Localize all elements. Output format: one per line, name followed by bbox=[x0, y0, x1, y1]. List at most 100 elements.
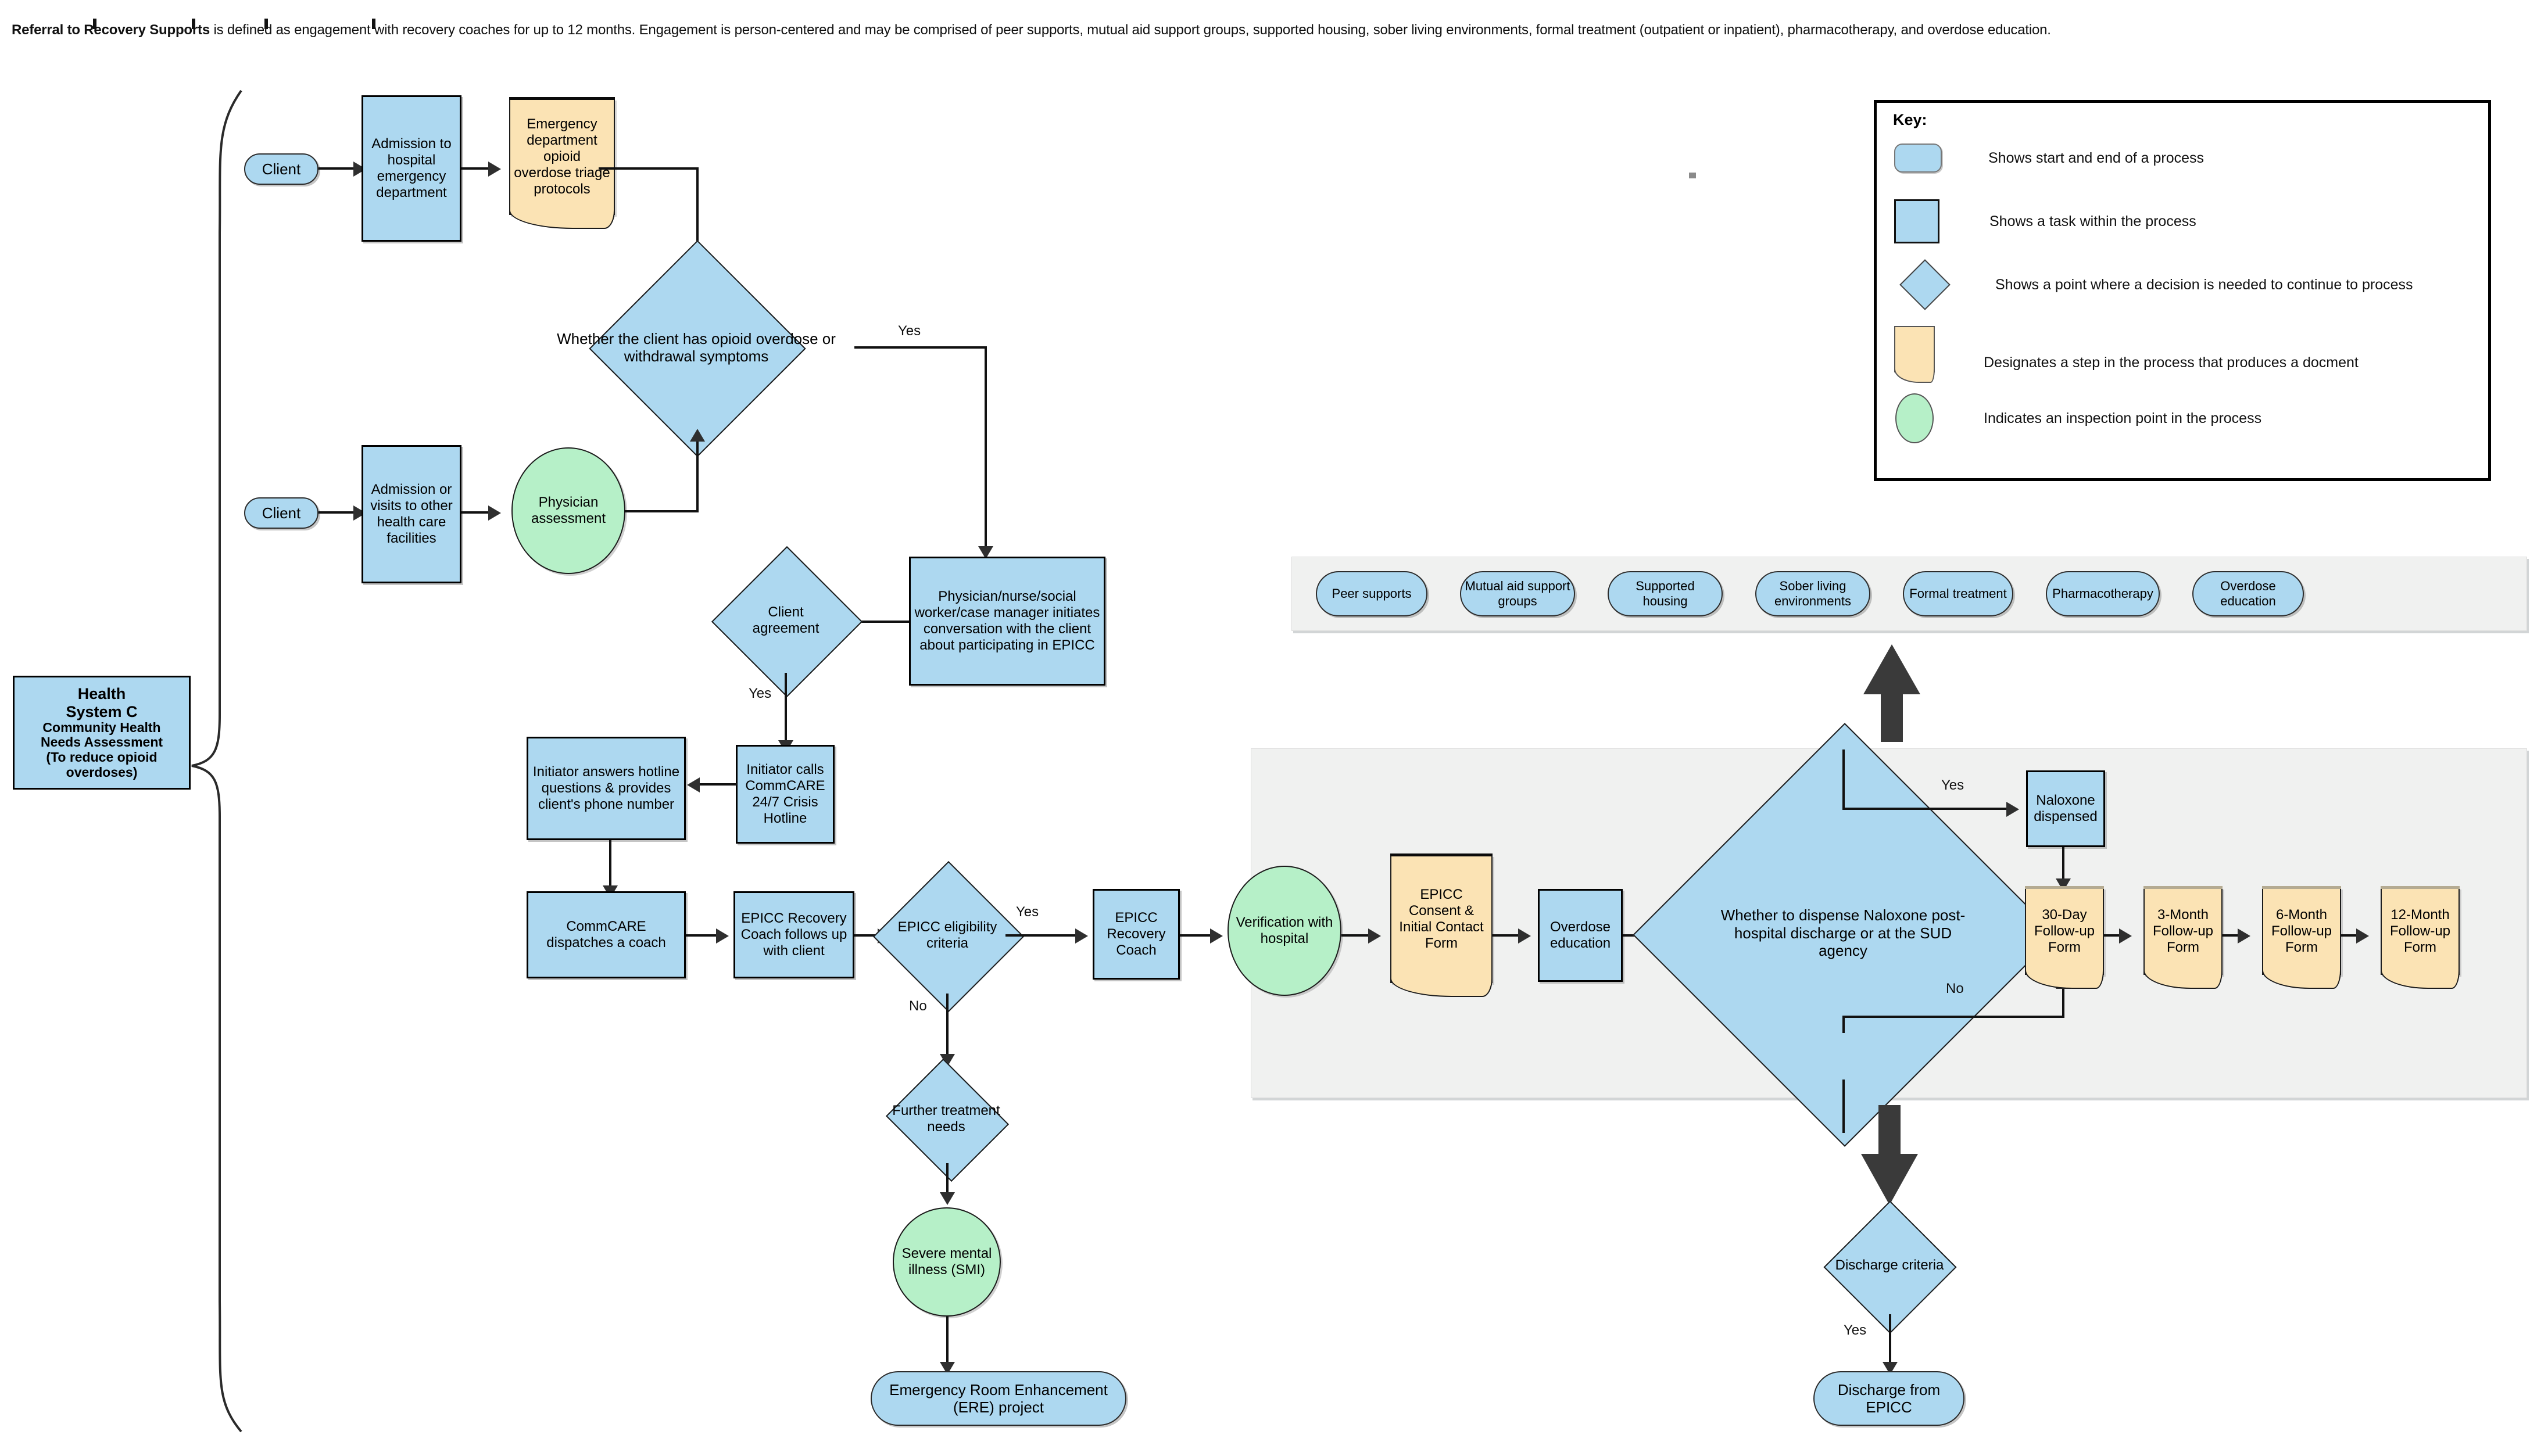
arrow-down-to-discharge bbox=[1861, 1105, 1918, 1205]
arrowhead-right bbox=[716, 928, 729, 944]
stray-mark bbox=[1689, 173, 1696, 178]
decision-opioid-overdose-symptoms-label: Whether the client has opioid overdose o… bbox=[557, 329, 836, 365]
edge-consent-to-overdose-edu bbox=[1493, 934, 1523, 937]
decision-client-agreement[interactable]: Client agreement bbox=[711, 546, 863, 698]
edge-6month-to-12month bbox=[2341, 934, 2361, 937]
node-followup-3-month[interactable]: 3-Month Follow-up Form bbox=[2143, 886, 2223, 989]
arrowhead-right bbox=[2006, 802, 2019, 817]
node-commcare-dispatches-coach[interactable]: CommCARE dispatches a coach bbox=[527, 891, 686, 978]
edge-commcare-to-coach bbox=[686, 934, 721, 937]
legend-item-task-text: Shows a task within the process bbox=[1989, 213, 2196, 229]
document-top-edge bbox=[2381, 886, 2460, 889]
node-epicc-recovery-coach[interactable]: EPICC Recovery Coach bbox=[1093, 889, 1180, 980]
decision-dispense-naloxone-label: Whether to dispense Naloxone post-hospit… bbox=[1720, 906, 1966, 960]
decision-epicc-eligibility[interactable]: EPICC eligibility criteria bbox=[872, 860, 1025, 1013]
edge-label-discharge-yes: Yes bbox=[1844, 1322, 1867, 1338]
edge-3month-to-6month bbox=[2223, 934, 2242, 937]
terminator-shape-icon bbox=[1894, 144, 1942, 173]
node-initiator-calls-hotline[interactable]: Initiator calls CommCARE 24/7 Crisis Hot… bbox=[736, 745, 835, 844]
edge-naloxone-to-30day bbox=[2062, 847, 2064, 883]
node-client-2-label: Client bbox=[262, 504, 301, 522]
health-system-line3: Community Health bbox=[42, 719, 161, 735]
node-epicc-consent-form-label: EPICC Consent & Initial Contact Form bbox=[1399, 887, 1484, 951]
health-system-line5: (To reduce opioid bbox=[46, 749, 158, 765]
node-naloxone-dispensed-label: Naloxone dispensed bbox=[2034, 792, 2098, 824]
node-followup-30-day-label: 30-Day Follow-up Form bbox=[2034, 907, 2095, 955]
decision-discharge-criteria[interactable]: Discharge criteria bbox=[1817, 1200, 1962, 1334]
edge-verification-to-consent bbox=[1341, 934, 1373, 937]
node-followup-30-day[interactable]: 30-Day Follow-up Form bbox=[2025, 886, 2104, 989]
edge-agreement-yes-v bbox=[785, 673, 787, 744]
health-system-group-box: Health System C Community Health Needs A… bbox=[13, 676, 191, 790]
node-ed-triage-protocols-document[interactable]: Emergency department opioid overdose tri… bbox=[509, 97, 615, 229]
node-physician-assessment[interactable]: Physician assessment bbox=[511, 447, 625, 574]
node-initiator-answers-hotline[interactable]: Initiator answers hotline questions & pr… bbox=[527, 737, 686, 840]
recovery-support-1[interactable]: Peer supports bbox=[1316, 571, 1427, 616]
recovery-support-2[interactable]: Mutual aid support groups bbox=[1460, 571, 1575, 616]
legend-item-inspection-text: Indicates an inspection point in the pro… bbox=[1984, 410, 2262, 426]
legend-item-document: Designates a step in the process that pr… bbox=[1894, 326, 2359, 383]
decision-further-treatment-needs[interactable]: Further treatment needs bbox=[885, 1058, 1010, 1182]
node-commcare-dispatches-coach-label: CommCARE dispatches a coach bbox=[546, 919, 666, 951]
document-shape-icon bbox=[1894, 326, 1935, 383]
node-severe-mental-illness[interactable]: Severe mental illness (SMI) bbox=[893, 1207, 1001, 1317]
legend-item-terminator: Shows start and end of a process bbox=[1894, 144, 2204, 173]
node-ere-project[interactable]: Emergency Room Enhancement (ERE) project bbox=[871, 1371, 1126, 1426]
edge-discharge-yes-v bbox=[1889, 1314, 1891, 1368]
recovery-support-5[interactable]: Formal treatment bbox=[1903, 571, 2013, 616]
arrowhead-right bbox=[2119, 928, 2132, 944]
edge-physician-to-decision-h bbox=[624, 510, 699, 512]
recovery-support-6[interactable]: Pharmacotherapy bbox=[2046, 571, 2160, 616]
node-admission-emergency-department-label: Admission to hospital emergency departme… bbox=[371, 136, 452, 200]
arrowhead-right bbox=[2356, 928, 2369, 944]
edge-label-eligibility-yes: Yes bbox=[1016, 904, 1039, 920]
node-verification-with-hospital[interactable]: Verification with hospital bbox=[1228, 866, 1341, 996]
node-client-2[interactable]: Client bbox=[244, 497, 319, 529]
document-wave-bottom bbox=[2262, 970, 2341, 989]
edge-answers-to-commcare bbox=[609, 840, 611, 889]
node-followup-6-month[interactable]: 6-Month Follow-up Form bbox=[2262, 886, 2341, 989]
node-epicc-consent-form[interactable]: EPICC Consent & Initial Contact Form bbox=[1390, 853, 1493, 997]
document-top-edge bbox=[2262, 886, 2341, 889]
definition-note-lead: Referral to Recovery Supports bbox=[12, 22, 210, 38]
edge-doc-to-decision-v bbox=[696, 167, 699, 260]
task-shape-icon bbox=[1894, 199, 1939, 243]
tick-mark bbox=[192, 19, 195, 29]
node-overdose-education[interactable]: Overdose education bbox=[1538, 889, 1623, 982]
node-followup-12-month[interactable]: 12-Month Follow-up Form bbox=[2381, 886, 2460, 989]
node-admission-other-facilities-label: Admission or visits to other health care… bbox=[370, 482, 453, 546]
node-initiator-calls-hotline-label: Initiator calls CommCARE 24/7 Crisis Hot… bbox=[745, 762, 825, 826]
arrowhead-right bbox=[1075, 928, 1088, 944]
recovery-support-4[interactable]: Sober living environments bbox=[1755, 571, 1870, 616]
decision-opioid-overdose-symptoms[interactable]: Whether the client has opioid overdose o… bbox=[538, 240, 854, 457]
document-top-edge bbox=[2025, 886, 2104, 889]
node-initiates-conversation[interactable]: Physician/nurse/social worker/case manag… bbox=[909, 557, 1105, 686]
node-coach-follows-up[interactable]: EPICC Recovery Coach follows up with cli… bbox=[733, 891, 854, 978]
edge-30day-to-3month bbox=[2104, 934, 2124, 937]
node-verification-with-hospital-label: Verification with hospital bbox=[1236, 915, 1333, 946]
node-admission-emergency-department[interactable]: Admission to hospital emergency departme… bbox=[362, 95, 461, 242]
edge-eligibility-yes-h bbox=[1005, 934, 1080, 937]
arrowhead-right bbox=[1518, 928, 1531, 944]
definition-note-body: is defined as engagement with recovery c… bbox=[209, 22, 2051, 38]
node-naloxone-dispensed[interactable]: Naloxone dispensed bbox=[2026, 770, 2105, 847]
edge-eligibility-no-v bbox=[946, 994, 949, 1057]
node-admission-other-facilities[interactable]: Admission or visits to other health care… bbox=[362, 445, 461, 583]
recovery-support-6-label: Pharmacotherapy bbox=[2052, 586, 2153, 601]
node-severe-mental-illness-label: Severe mental illness (SMI) bbox=[901, 1246, 992, 1278]
recovery-support-3[interactable]: Supported housing bbox=[1608, 571, 1723, 616]
decision-epicc-eligibility-label: EPICC eligibility criteria bbox=[897, 919, 997, 951]
edge-overdose-yes-h bbox=[854, 346, 987, 349]
node-client-1[interactable]: Client bbox=[244, 153, 319, 185]
arrowhead-right bbox=[2238, 928, 2250, 944]
node-discharge-from-epicc[interactable]: Discharge from EPICC bbox=[1813, 1371, 1964, 1426]
decision-dispense-naloxone[interactable]: Whether to dispense Naloxone post-hospit… bbox=[1633, 723, 2057, 1147]
edge-naloxone-no-h bbox=[1842, 1016, 2064, 1018]
arrowhead-right bbox=[488, 162, 501, 177]
recovery-support-7[interactable]: Overdose education bbox=[2192, 571, 2304, 616]
recovery-support-3-label: Supported housing bbox=[1636, 579, 1695, 608]
legend-title: Key: bbox=[1893, 111, 1927, 128]
edge-client2-to-admission-other bbox=[319, 511, 359, 514]
arrowhead-right bbox=[488, 505, 501, 521]
